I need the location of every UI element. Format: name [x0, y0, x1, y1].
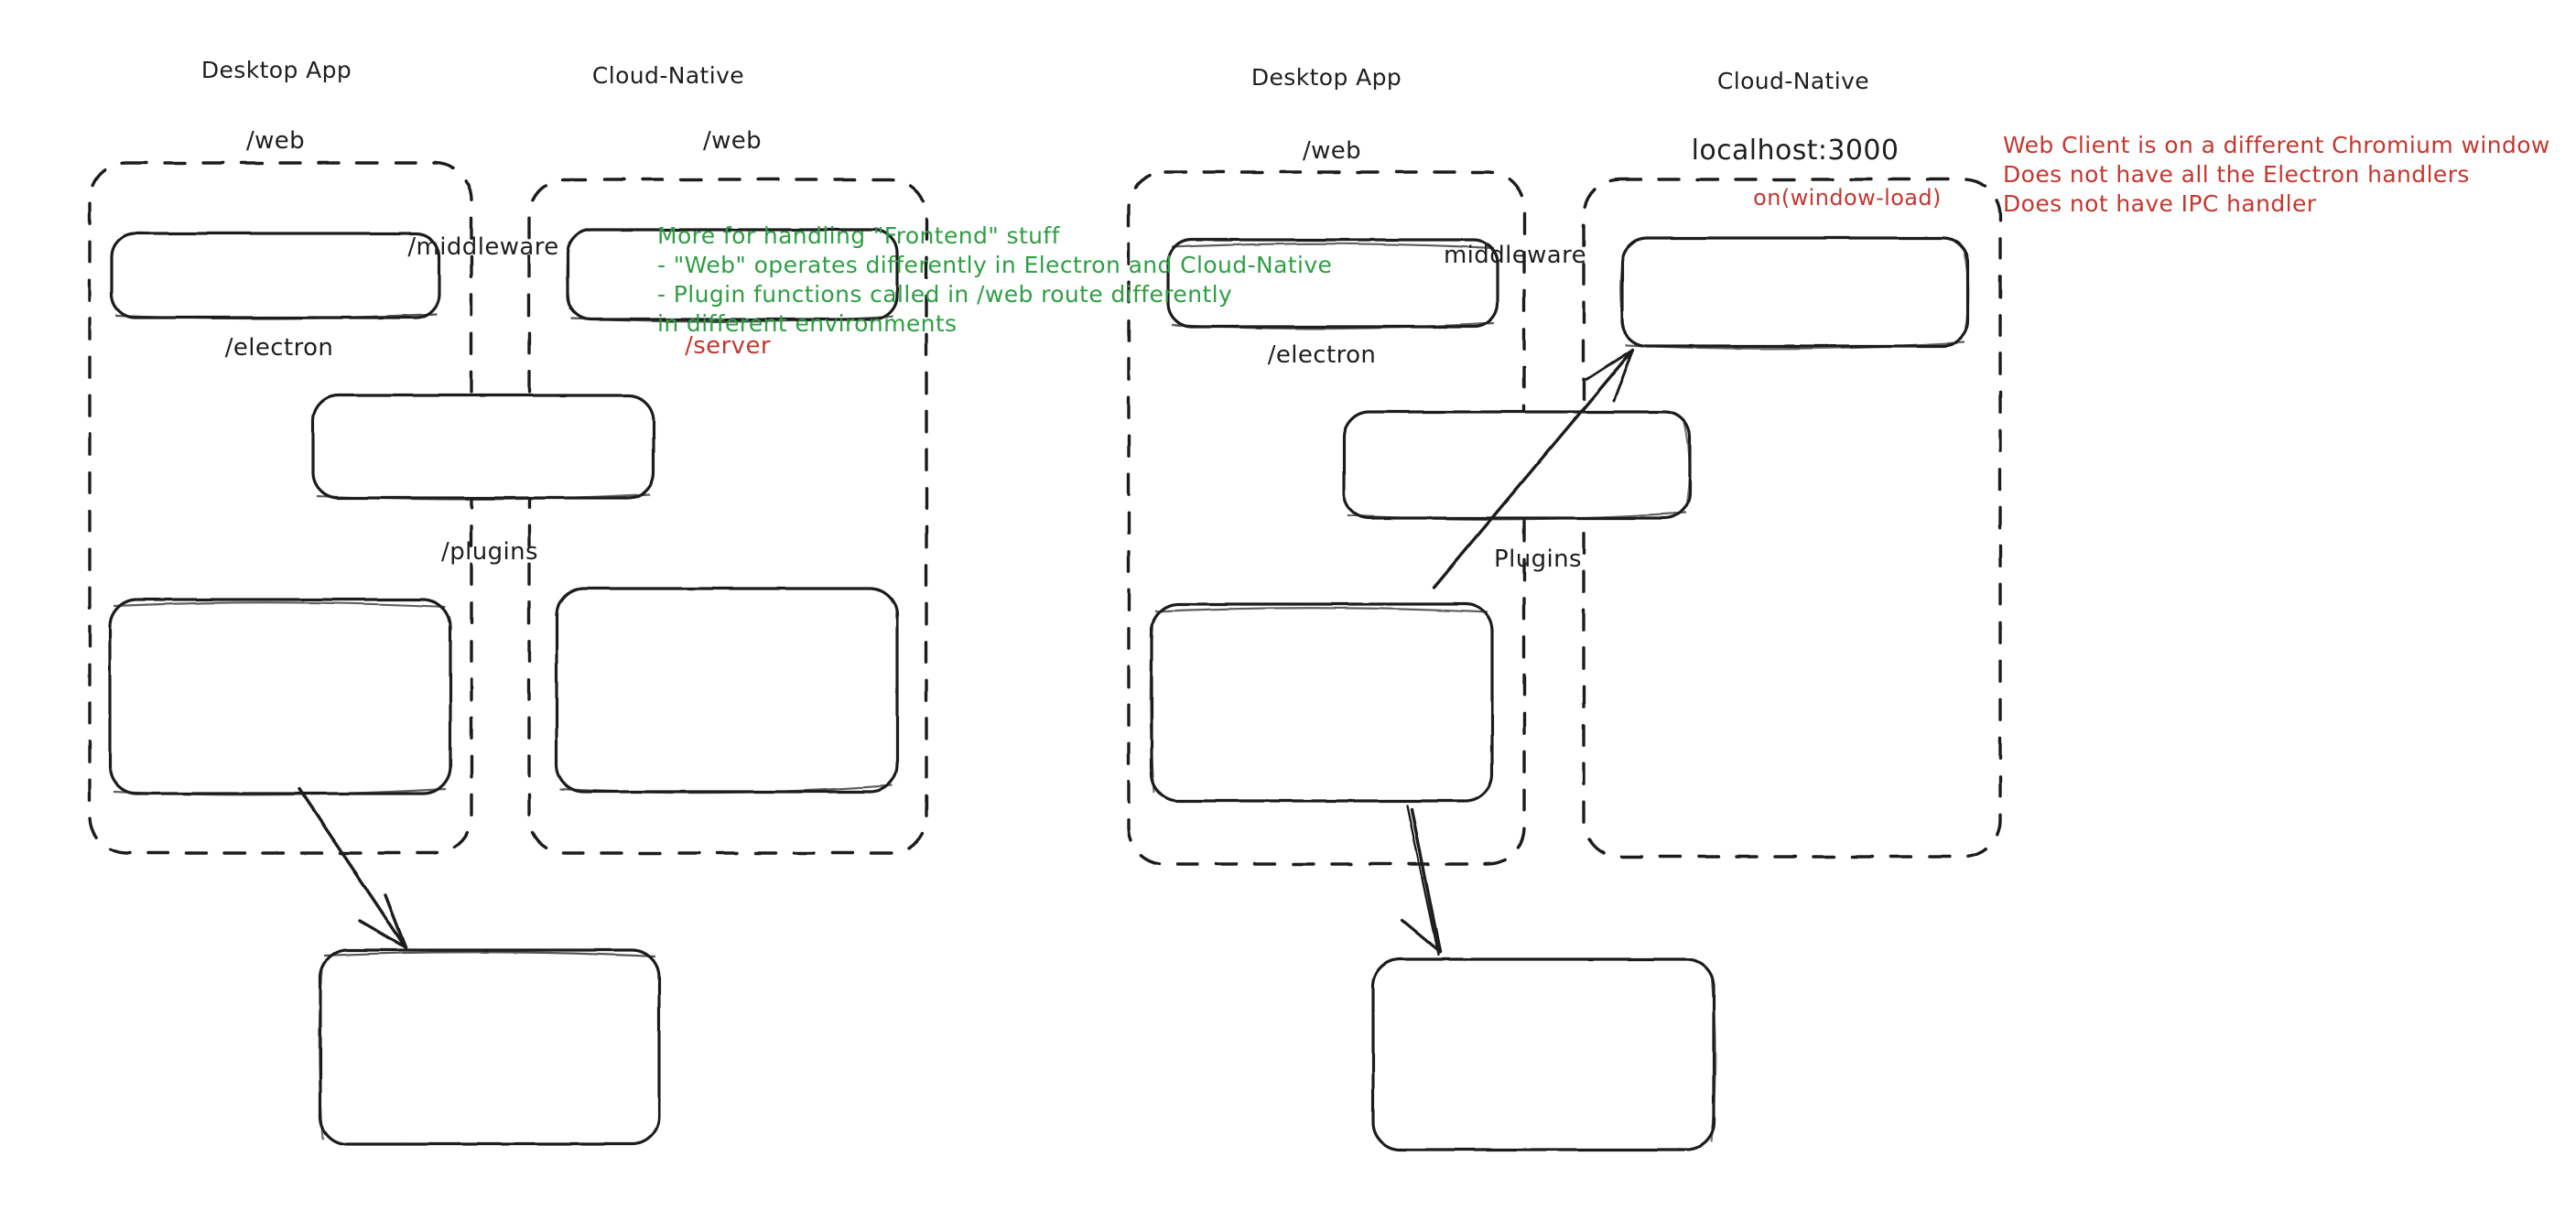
box-right-localhost[interactable]	[1619, 236, 1970, 350]
box-right-plugins[interactable]	[1371, 957, 1716, 1151]
box-right-desktop-web[interactable]	[1166, 238, 1499, 330]
box-label-right-middleware: middleware	[1443, 242, 1587, 269]
box-left-desktop-web[interactable]	[110, 232, 441, 320]
box-left-server[interactable]	[555, 587, 899, 794]
group-frame-right-desktop-app	[1127, 170, 1526, 866]
box-left-cloud-web[interactable]	[566, 228, 899, 323]
box-left-electron[interactable]	[108, 598, 452, 796]
box-label-right-plugins: Plugins	[1494, 546, 1582, 573]
box-label-right-desktop-web: /web	[1302, 137, 1362, 165]
group-frame-left-desktop-app	[88, 161, 473, 855]
box-left-plugins[interactable]	[318, 948, 661, 1146]
group-title-left-cloud-native: Cloud-Native	[591, 62, 745, 89]
box-label-right-localhost: localhost:3000	[1691, 135, 1900, 167]
group-frame-left-cloud-native	[527, 178, 928, 855]
box-sublabel-right-localhost-on-window-load: on(window-load)	[1753, 185, 1942, 211]
box-label-left-middleware: /middleware	[407, 233, 559, 261]
box-right-electron[interactable]	[1149, 602, 1494, 803]
box-label-left-desktop-web: /web	[245, 127, 306, 155]
box-label-left-cloud-web: /web	[702, 127, 763, 155]
group-title-left-desktop-app: Desktop App	[200, 57, 352, 83]
green-annotation-note: More for handling "Frontend" stuff - "We…	[657, 222, 1333, 337]
arrow-right-electron-to-localhost	[1432, 348, 1635, 589]
group-frame-right-cloud-native	[1582, 178, 2002, 859]
box-left-middleware[interactable]	[311, 394, 655, 501]
group-title-right-cloud-native: Cloud-Native	[1716, 68, 1870, 94]
box-label-right-electron: /electron	[1267, 341, 1377, 369]
box-label-left-plugins: /plugins	[441, 538, 538, 566]
red-annotation-note: Web Client is on a different Chromium wi…	[2003, 132, 2550, 217]
box-label-left-electron: /electron	[224, 334, 334, 362]
box-right-middleware[interactable]	[1342, 410, 1692, 521]
group-title-right-desktop-app: Desktop App	[1250, 64, 1402, 91]
box-label-left-server: /server	[685, 332, 771, 360]
arrow-right-electron-to-plugins	[1401, 804, 1442, 956]
arrow-left-electron-to-plugins	[298, 787, 407, 949]
